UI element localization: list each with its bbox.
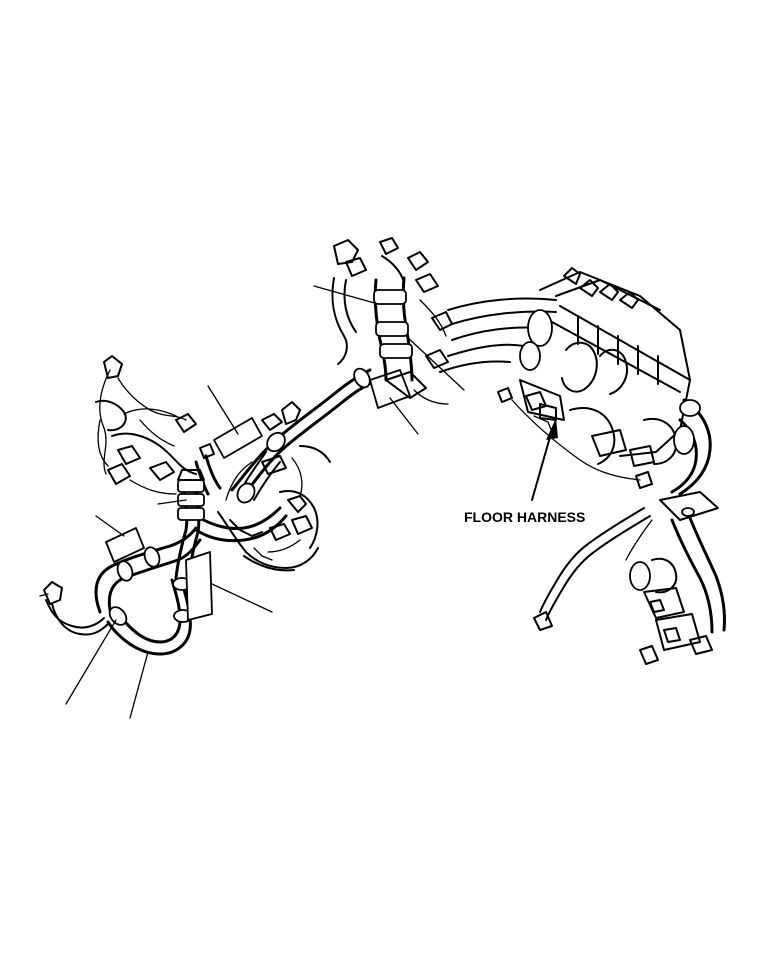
leader-line-clamp xyxy=(157,499,187,505)
right-assembly xyxy=(497,267,719,521)
tag-plates xyxy=(105,369,411,621)
central-machine-body xyxy=(217,401,331,572)
leader-line-top-center xyxy=(313,285,379,305)
leader-line-right-center xyxy=(405,335,465,391)
leader-line-left-tag xyxy=(95,515,125,537)
left-end-connector xyxy=(39,581,109,636)
leader-line-tag-center xyxy=(389,397,419,435)
floor-harness-arrow xyxy=(531,429,553,501)
floor-harness-label: FLOOR HARNESS xyxy=(464,509,585,525)
leader-lines xyxy=(65,285,558,719)
lower-right-assembly xyxy=(533,507,726,665)
harness-clamps xyxy=(108,367,371,626)
leader-line-bottom-left-1 xyxy=(65,619,117,705)
leader-line-bottom-left-2 xyxy=(129,651,149,719)
floor-harness-arrowhead xyxy=(546,418,558,440)
main-harness-bundle xyxy=(94,368,378,656)
leader-line-upper-left xyxy=(207,385,239,435)
left-connector-cluster xyxy=(95,355,197,495)
leader-line-lower-tag xyxy=(211,583,273,613)
